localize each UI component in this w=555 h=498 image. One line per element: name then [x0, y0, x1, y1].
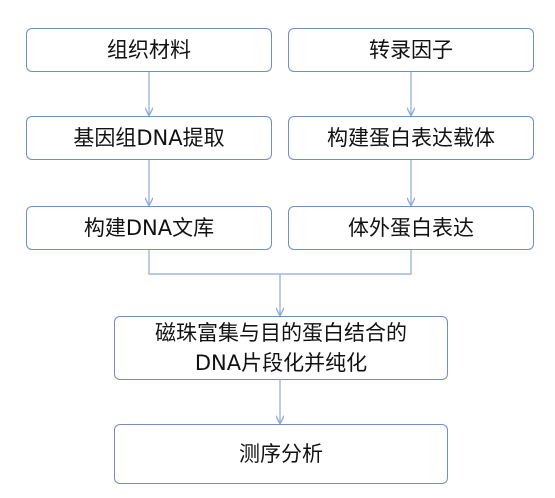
box-in-vitro-expression: 体外蛋白表达	[288, 206, 534, 250]
box-in-vitro-expression-label: 体外蛋白表达	[348, 216, 474, 240]
box-build-dna-library: 构建DNA文库	[26, 206, 272, 250]
box-genomic-dna-extraction: 基因组DNA提取	[26, 116, 272, 160]
box-tissue-material: 组织材料	[26, 28, 272, 72]
box-sequencing-analysis: 测序分析	[114, 424, 448, 484]
box-tissue-material-label: 组织材料	[107, 38, 191, 62]
box-build-expression-vector-label: 构建蛋白表达载体	[327, 126, 495, 150]
box-sequencing-analysis-label: 测序分析	[239, 442, 323, 466]
box-genomic-dna-extraction-label: 基因组DNA提取	[73, 126, 225, 150]
box-bead-enrichment-text: 磁珠富集与目的蛋白结合的 DNA片段化并纯化	[155, 318, 407, 378]
box-bead-enrichment: 磁珠富集与目的蛋白结合的 DNA片段化并纯化	[114, 316, 448, 380]
box-build-dna-library-label: 构建DNA文库	[83, 216, 215, 240]
box-transcription-factor-label: 转录因子	[369, 38, 453, 62]
box-bead-enrichment-line2: DNA片段化并纯化	[194, 351, 368, 375]
box-transcription-factor: 转录因子	[288, 28, 534, 72]
box-bead-enrichment-line1: 磁珠富集与目的蛋白结合的	[155, 321, 407, 345]
box-build-expression-vector: 构建蛋白表达载体	[288, 116, 534, 160]
merge-connector	[148, 250, 412, 275]
